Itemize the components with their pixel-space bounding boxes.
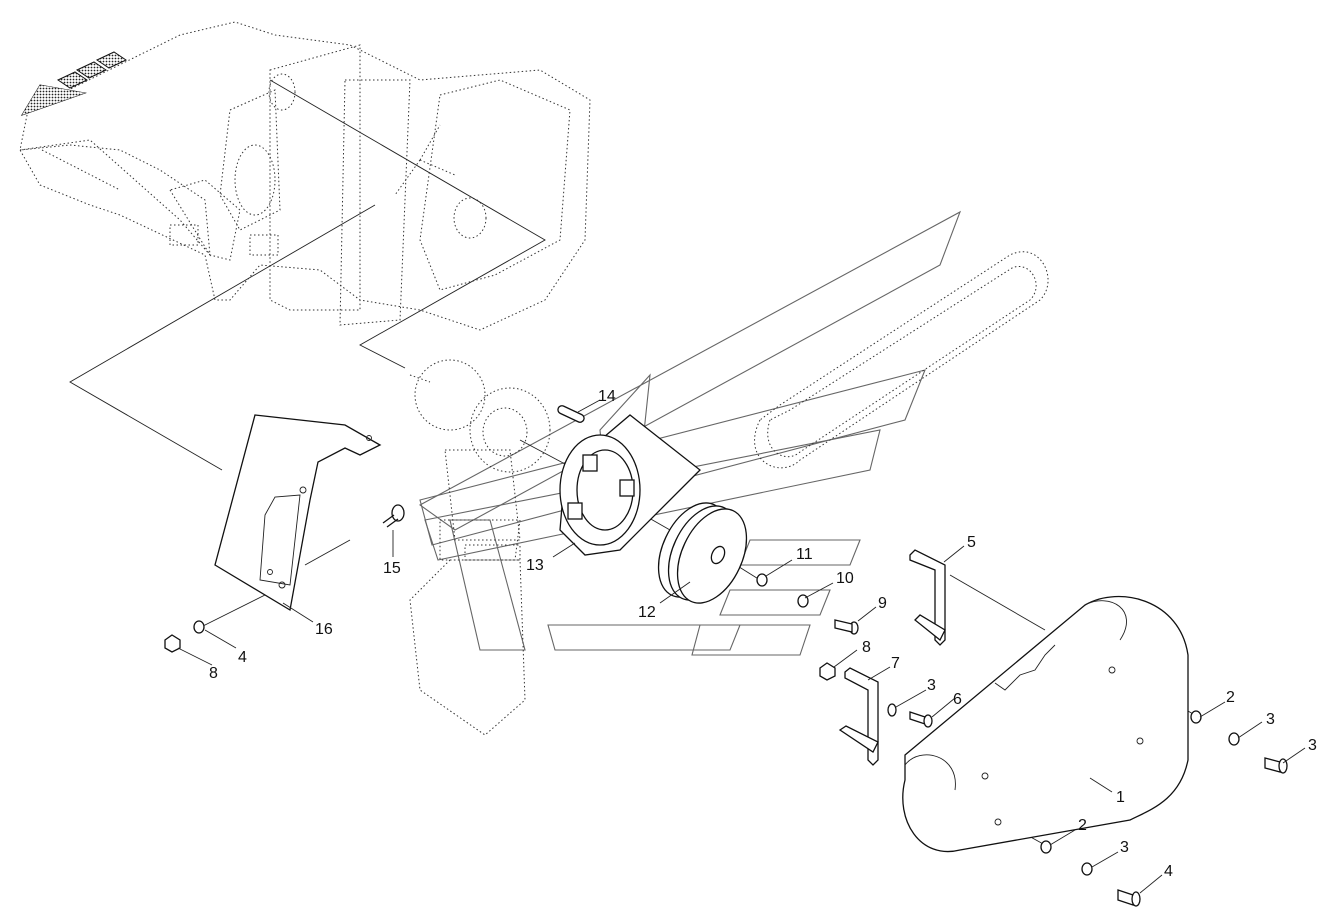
part-14-key (557, 405, 585, 423)
callout-8b: 8 (209, 665, 218, 682)
callout-3c: 3 (927, 677, 936, 694)
part-5-bracket (909, 549, 946, 646)
callout-3: 3 (1266, 711, 1275, 728)
callout-3b: 3 (1120, 839, 1129, 856)
callout-6: 6 (953, 691, 962, 708)
callout-4: 3 (1308, 737, 1317, 754)
part-12-pulley (657, 502, 748, 604)
direction-arrow-icon (20, 51, 128, 116)
leader-lines (177, 399, 1306, 894)
gearbox (409, 359, 551, 736)
cover-hardware (1040, 710, 1288, 907)
callout-4b: 4 (1164, 863, 1173, 880)
callout-15: 15 (383, 560, 401, 577)
callout-9: 9 (878, 595, 887, 612)
v-belt (754, 251, 1049, 469)
callout-7: 7 (891, 655, 900, 672)
left-hardware (164, 620, 205, 653)
callout-2b: 2 (1078, 817, 1087, 834)
callout-12: 12 (638, 604, 656, 621)
callout-14: 14 (598, 388, 616, 405)
callout-8: 8 (862, 639, 871, 656)
bracket-hardware (819, 662, 933, 728)
watermark-logo (418, 210, 962, 656)
part-13-guard-plate (559, 414, 701, 556)
machine-frame (19, 21, 591, 331)
callout-13: 13 (526, 557, 544, 574)
callout-11: 11 (796, 546, 813, 563)
callout-5: 5 (967, 534, 976, 551)
callout-1: 1 (1116, 789, 1125, 806)
callout-10: 10 (836, 570, 854, 587)
part-1-belt-guard (902, 595, 1189, 853)
callout-3d: 4 (238, 649, 247, 666)
callout-16: 16 (315, 621, 333, 638)
part-16-bracket (214, 414, 382, 612)
part-7-bracket (838, 667, 879, 766)
callout-labels: 1 2 3 3 2 3 4 5 6 3 7 8 9 10 11 12 13 14… (209, 388, 1317, 880)
callout-2: 2 (1226, 689, 1235, 706)
part-15-bolt (382, 504, 405, 528)
